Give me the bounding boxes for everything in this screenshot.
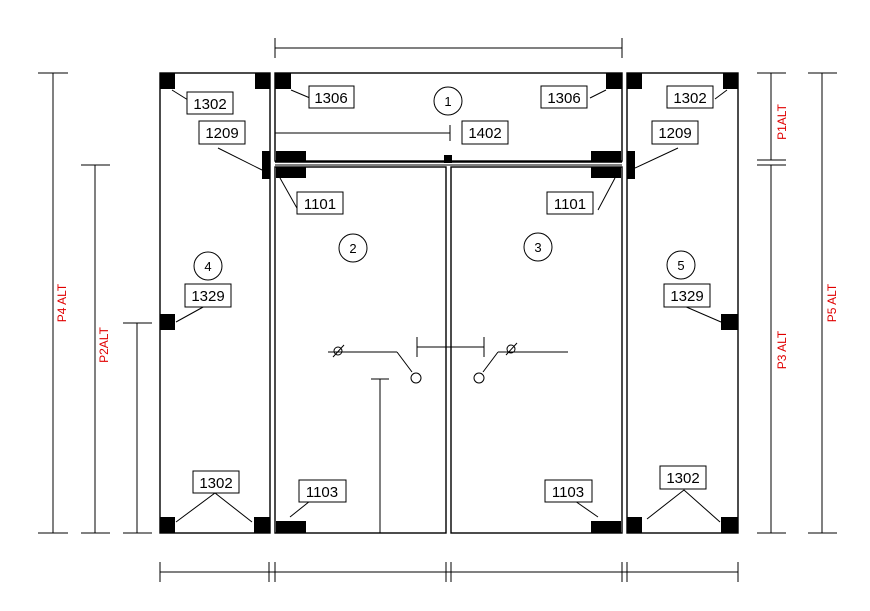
part-label: 1209 xyxy=(658,125,691,142)
label-1306-right: 1306 xyxy=(540,85,588,109)
transom-stop-line xyxy=(275,125,451,141)
panel-number-4: 4 xyxy=(193,251,223,281)
leader-lines xyxy=(171,89,728,523)
dimension-p4-label: P4 ALT xyxy=(55,283,69,322)
part-label: 1329 xyxy=(191,288,224,305)
top-width-dimension xyxy=(274,38,623,58)
part-label: 1302 xyxy=(673,90,706,107)
label-1302-top-right: 1302 xyxy=(666,85,714,109)
part-label: 1402 xyxy=(468,125,501,142)
panel-number-5: 5 xyxy=(666,250,696,280)
part-label: 1101 xyxy=(554,196,586,213)
label-1302-bottom-right: 1302 xyxy=(659,465,707,490)
dimension-p2-label: P2ALT xyxy=(97,326,111,362)
dimension-p5-label: P5 ALT xyxy=(825,283,839,322)
label-1306-left: 1306 xyxy=(308,85,355,109)
dimension-p5: P5 ALT xyxy=(808,72,839,534)
center-lock-bar xyxy=(416,337,485,357)
door-handle-left xyxy=(328,344,422,384)
panel-number-text: 1 xyxy=(444,94,451,109)
label-1209-right: 1209 xyxy=(651,120,699,145)
panel-number-text: 5 xyxy=(677,258,684,273)
panel-number-text: 2 xyxy=(349,241,356,256)
part-label: 1302 xyxy=(666,470,699,487)
label-1103-left: 1103 xyxy=(298,479,347,503)
door-handle-right xyxy=(473,342,568,384)
label-1103-right: 1103 xyxy=(544,479,593,503)
label-1302-top-left: 1302 xyxy=(186,91,234,115)
panel-2-door-glass xyxy=(274,166,447,534)
panel-number-2: 2 xyxy=(338,233,368,263)
dimension-side-left xyxy=(123,322,152,534)
label-1101-right: 1101 xyxy=(546,191,594,215)
part-label: 1302 xyxy=(193,96,226,113)
part-label: 1103 xyxy=(306,484,338,501)
panel-number-3: 3 xyxy=(523,232,553,262)
label-1329-left: 1329 xyxy=(184,283,232,308)
bottom-width-dimensions xyxy=(159,562,739,582)
dimension-p3: P3 ALT xyxy=(757,164,789,534)
floor-bolt xyxy=(371,378,389,533)
part-label: 1101 xyxy=(304,196,336,213)
label-1209-left: 1209 xyxy=(198,120,246,145)
dimension-p4: P4 ALT xyxy=(38,72,69,534)
dimension-p1: P1ALT xyxy=(757,72,789,161)
part-label: 1306 xyxy=(547,90,580,107)
part-label: 1302 xyxy=(199,475,232,492)
part-label: 1103 xyxy=(552,484,584,501)
dimension-p1-label: P1ALT xyxy=(775,103,789,139)
part-label: 1329 xyxy=(670,288,703,305)
panel-number-text: 3 xyxy=(534,240,541,255)
panel-5-glass xyxy=(626,72,739,534)
label-1329-right: 1329 xyxy=(663,283,711,308)
panel-number-text: 4 xyxy=(204,259,211,274)
label-1101-left: 1101 xyxy=(296,191,344,215)
dimension-p3-label: P3 ALT xyxy=(775,330,789,369)
part-label: 1209 xyxy=(205,125,238,142)
panel-4-glass xyxy=(159,72,271,534)
part-label: 1306 xyxy=(314,90,347,107)
panel-3-door-glass xyxy=(450,166,623,534)
label-1402: 1402 xyxy=(461,120,509,145)
dimension-p2: P2ALT xyxy=(81,164,111,534)
hardware-blocks xyxy=(160,73,738,533)
label-1302-bottom-left: 1302 xyxy=(192,470,240,494)
panel-number-1: 1 xyxy=(433,86,463,116)
